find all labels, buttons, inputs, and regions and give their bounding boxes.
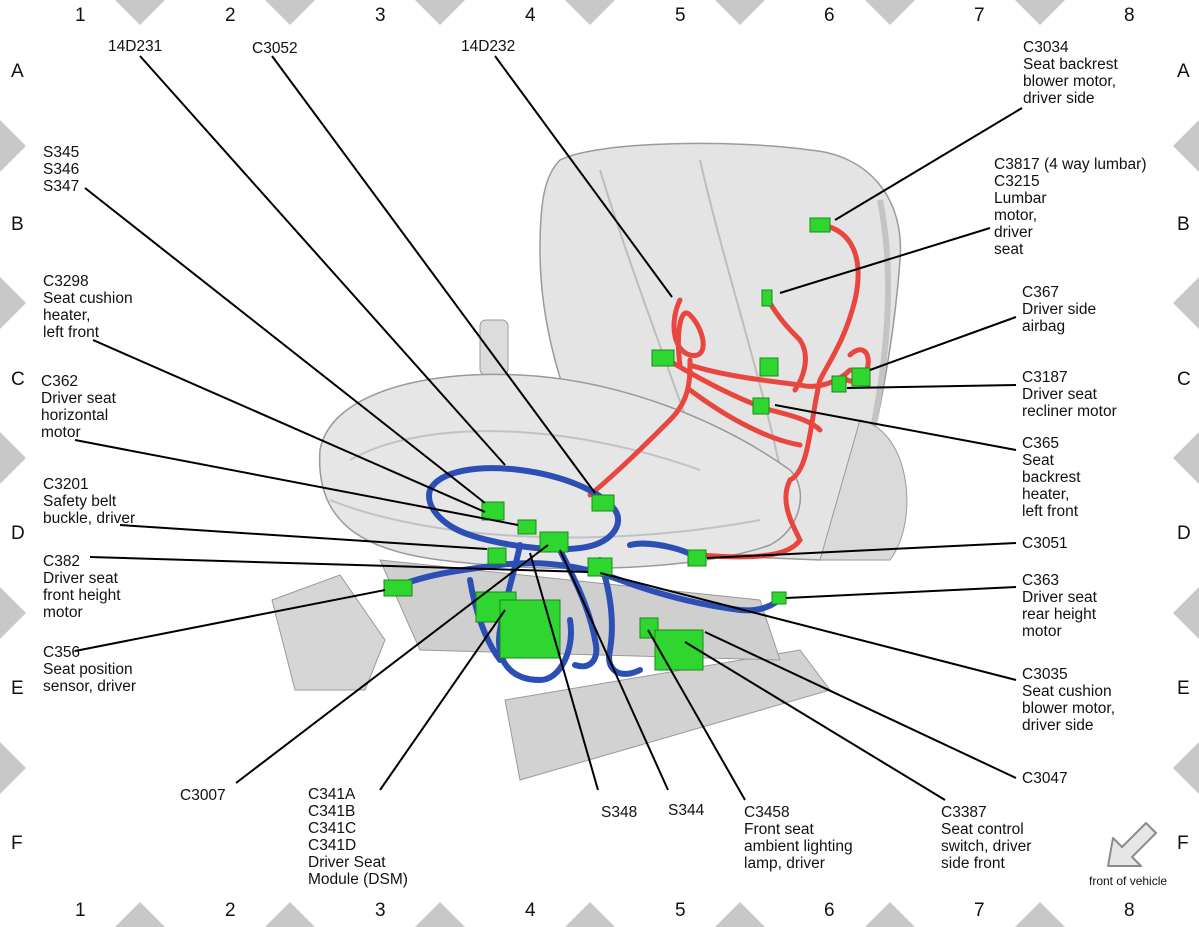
callout-c3187: C3187 Driver seat recliner motor — [1022, 369, 1117, 420]
callout-c382: C382 Driver seat front height motor — [43, 553, 121, 621]
callout-c3052: C3052 — [252, 40, 298, 57]
grid-row-a-left: A — [11, 61, 24, 82]
grid-col-1-top: 1 — [75, 5, 86, 26]
callout-c3387: C3387 Seat control switch, driver side f… — [941, 804, 1032, 872]
grid-row-f-left: F — [11, 833, 23, 854]
callout-s344: S344 — [668, 802, 705, 819]
grid-row-b-right: B — [1177, 214, 1190, 235]
grid-col-8-top: 8 — [1124, 5, 1135, 26]
callout-c362: C362 Driver seat horizontal motor — [41, 373, 116, 441]
grid-row-c-right: C — [1177, 369, 1191, 390]
grid-row-c-left: C — [11, 369, 25, 390]
grid-col-3-bottom: 3 — [375, 900, 386, 921]
callout-c3007: C3007 — [180, 787, 226, 804]
callout-c341-dsm: C341A C341B C341C C341D Driver Seat Modu… — [308, 786, 408, 888]
grid-row-d-left: D — [11, 523, 25, 544]
callout-c363: C363 Driver seat rear height motor — [1022, 572, 1097, 640]
grid-row-b-left: B — [11, 214, 24, 235]
grid-col-4-top: 4 — [525, 5, 536, 26]
callout-s348: S348 — [601, 804, 638, 821]
callout-c3817-c3215: C3817 (4 way lumbar) C3215 Lumbar motor,… — [994, 156, 1147, 258]
callout-s345-s346-s347: S345 S346 S347 — [43, 144, 80, 195]
grid-col-2-top: 2 — [225, 5, 236, 26]
grid-col-3-top: 3 — [375, 5, 386, 26]
grid-col-7-top: 7 — [974, 5, 985, 26]
grid-col-7-bottom: 7 — [974, 900, 985, 921]
grid-col-8-bottom: 8 — [1124, 900, 1135, 921]
grid-col-6-bottom: 6 — [824, 900, 835, 921]
grid-col-2-bottom: 2 — [225, 900, 236, 921]
grid-row-e-left: E — [11, 678, 24, 699]
callout-c3035: C3035 Seat cushion blower motor, driver … — [1022, 666, 1116, 734]
grid-row-f-right: F — [1177, 833, 1189, 854]
callout-c3298: C3298 Seat cushion heater, left front — [43, 273, 133, 341]
grid-col-1-bottom: 1 — [75, 900, 86, 921]
callout-14d232: 14D232 — [461, 38, 516, 55]
grid-row-e-right: E — [1177, 678, 1190, 699]
callout-c3051: C3051 — [1022, 535, 1068, 552]
front-of-vehicle-label: front of vehicle — [1089, 874, 1168, 888]
callout-c3047: C3047 — [1022, 770, 1068, 787]
callout-c367: C367 Driver side airbag — [1022, 284, 1097, 335]
grid-col-5-top: 5 — [675, 5, 686, 26]
callout-14d231: 14D231 — [108, 38, 163, 55]
grid-col-6-top: 6 — [824, 5, 835, 26]
callout-c365: C365 Seat backrest heater, left front — [1022, 435, 1081, 520]
grid-row-a-right: A — [1177, 61, 1190, 82]
callout-c3201: C3201 Safety belt buckle, driver — [43, 476, 136, 527]
callout-c3458: C3458 Front seat ambient lighting lamp, … — [744, 804, 853, 872]
grid-row-d-right: D — [1177, 523, 1191, 544]
grid-col-5-bottom: 5 — [675, 900, 686, 921]
callout-c3034: C3034 Seat backrest blower motor, driver… — [1023, 39, 1118, 107]
callout-c356: C356 Seat position sensor, driver — [43, 644, 137, 695]
grid-col-4-bottom: 4 — [525, 900, 536, 921]
